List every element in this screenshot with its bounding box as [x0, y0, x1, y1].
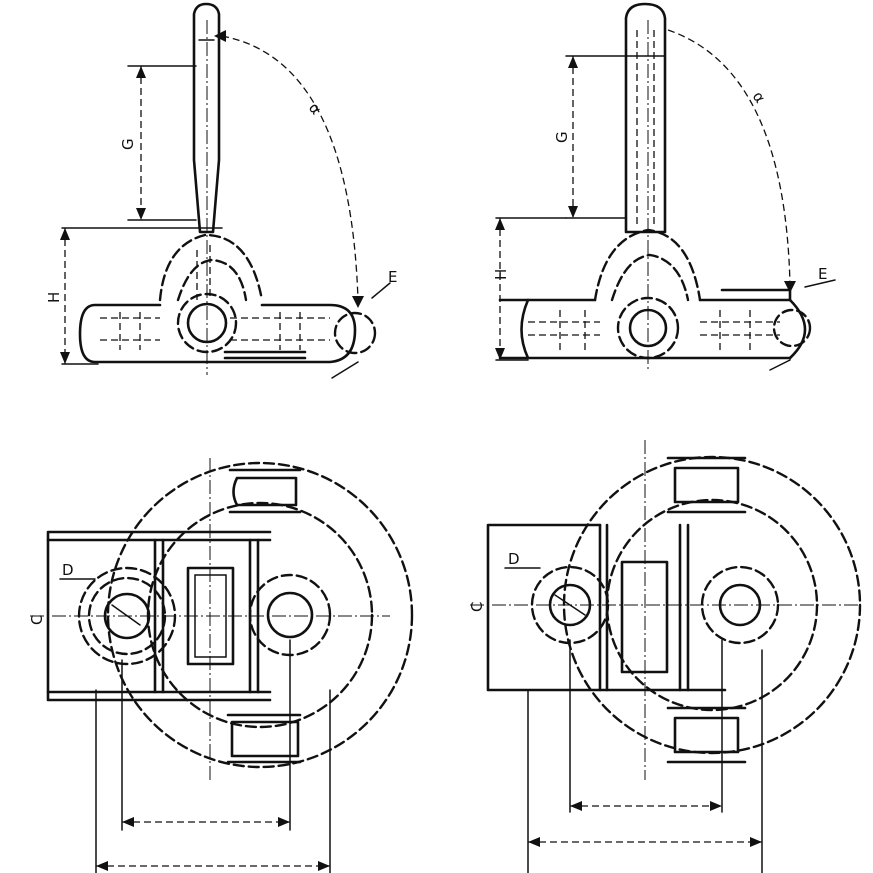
- dim-g-right: G: [553, 131, 571, 143]
- side-view-right: α G H E: [492, 2, 836, 372]
- dim-c-left: C: [28, 615, 46, 625]
- plan-view-right: D C: [468, 440, 862, 873]
- cam-lobe-hidden: [158, 233, 264, 302]
- dim-c-right: C: [468, 602, 486, 612]
- lever-handle-right: [624, 2, 667, 234]
- plan-view-left: D C: [28, 458, 414, 873]
- dim-alpha-left: α: [305, 99, 325, 118]
- side-view-left: α G H E: [45, 2, 397, 379]
- dim-h-left: H: [45, 292, 63, 303]
- pivot-pin: [186, 302, 228, 344]
- dim-e-left: E: [388, 268, 397, 286]
- dim-d-left: D: [62, 561, 74, 579]
- clamp-disc-hidden: [146, 501, 374, 729]
- dim-h-right: H: [492, 269, 510, 280]
- dim-e-right: E: [818, 265, 827, 283]
- angle-arc: [221, 35, 359, 301]
- end-hole-hidden: [333, 311, 377, 355]
- dim-g-left: G: [119, 138, 137, 150]
- base-plate: [78, 303, 357, 364]
- lever-handle: [192, 2, 221, 234]
- dim-d-right: D: [508, 550, 520, 568]
